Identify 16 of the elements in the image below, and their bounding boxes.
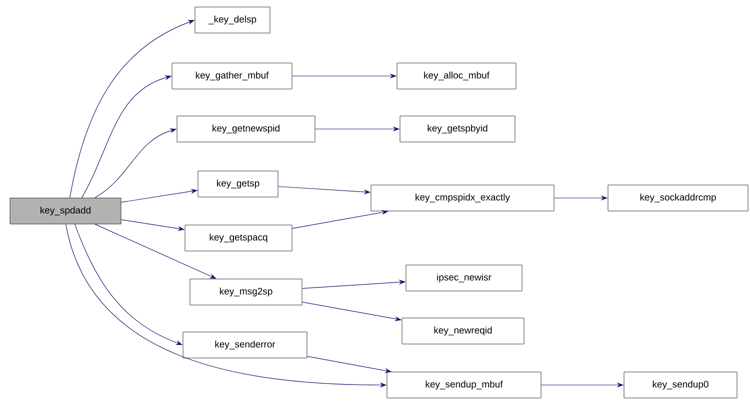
- function-box: key_cmpspidx_exactly: [370, 184, 554, 212]
- function-box: key_sendup0: [624, 372, 738, 398]
- function-box: _key_delsp: [194, 6, 270, 34]
- function-box: ipsec_newisr: [406, 264, 522, 292]
- function-box: key_getsp: [198, 170, 278, 198]
- function-box: key_newreqid: [402, 318, 524, 344]
- function-box: key_sockaddrcmp: [608, 184, 748, 212]
- function-box: key_spdadd: [10, 198, 122, 224]
- function-box: key_getnewspid: [176, 116, 316, 142]
- function-box: key_msg2sp: [190, 278, 302, 306]
- function-box: key_gather_mbuf: [172, 62, 292, 90]
- function-box: key_alloc_mbuf: [396, 62, 516, 90]
- function-box: key_getspbyid: [400, 116, 516, 142]
- function-box: key_sendup_mbuf: [386, 372, 542, 398]
- function-box: key_senderror: [182, 332, 308, 358]
- function-box: key_getspacq: [184, 224, 292, 252]
